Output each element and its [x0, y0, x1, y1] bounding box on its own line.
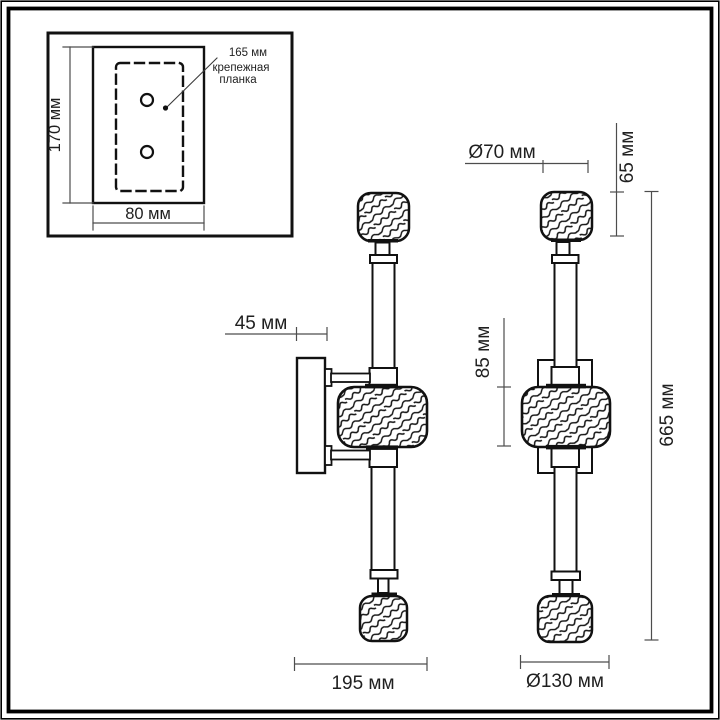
inset-width-dimension-label: 80 мм [125, 205, 171, 223]
side-middle-shade-bottom-ring [366, 445, 398, 450]
inset-height-dimension [62, 46, 94, 204]
front-middle-shade-top-ring [546, 383, 586, 389]
front-upper-stem [553, 262, 578, 368]
total-height-dimension-label: 665 мм [657, 383, 678, 446]
callout-value-label: 165 мм [229, 47, 267, 59]
front-middle-shade-bottom-ring [546, 444, 586, 450]
side-middle-shade-top-ring [365, 383, 398, 389]
front-view: Ø70 мм 65 мм 85 мм 665 мм Ø130 мм [465, 123, 678, 692]
callout-leader-line [166, 57, 218, 108]
mounting-strip-dashed-outline [114, 61, 185, 193]
backplate-depth-dimension [225, 327, 328, 341]
front-top-collar [551, 254, 580, 264]
side-top-neck [374, 241, 391, 256]
side-top-shade-cap [368, 239, 398, 243]
side-top-shade [356, 191, 411, 243]
inset-width-dimension [92, 205, 205, 231]
mounting-hole-bottom [139, 144, 155, 160]
top-shade-diameter-dimension-label: Ø70 мм [468, 142, 535, 163]
total-depth-dimension [293, 657, 428, 671]
callout-leader-dot [162, 105, 169, 111]
top-shade-height-dimension [610, 123, 624, 237]
callout-text-line1: крепежная [213, 62, 270, 74]
total-depth-dimension-label: 195 мм [331, 673, 394, 694]
side-bottom-neck [377, 577, 390, 594]
side-upper-stem [371, 262, 396, 369]
front-bottom-collar [550, 570, 581, 581]
inset-height-dimension-label: 170 мм [46, 98, 64, 153]
mounting-hole-top [139, 92, 155, 108]
front-lower-stem [553, 466, 578, 573]
front-middle-shade [520, 385, 612, 449]
middle-shade-diameter-dimension [519, 655, 610, 669]
front-top-shade-cap [551, 238, 581, 242]
middle-shade-diameter-dimension-label: Ø130 мм [526, 671, 604, 692]
total-height-dimension [644, 190, 659, 641]
front-bottom-shade [536, 594, 594, 644]
side-wall-plate [295, 356, 327, 475]
callout-text-line2: планка [219, 74, 257, 86]
side-lower-stem [370, 466, 396, 571]
front-top-shade [539, 190, 594, 242]
side-view: 45 мм 195 мм [225, 191, 429, 694]
mounting-plate-inset: 165 мм крепежная планка 170 мм 80 мм [46, 31, 294, 238]
middle-shade-height-dimension-label: 85 мм [473, 326, 494, 379]
side-lower-arm [330, 449, 371, 461]
front-top-neck [555, 241, 571, 256]
side-top-collar [369, 254, 398, 264]
front-bottom-neck [558, 579, 574, 595]
side-upper-arm [330, 372, 371, 383]
side-bottom-shade-cap [371, 592, 397, 596]
backplate-depth-dimension-label: 45 мм [235, 313, 288, 334]
top-shade-height-dimension-label: 65 мм [617, 131, 638, 184]
backplate-outline [91, 45, 206, 205]
side-bottom-collar [369, 569, 399, 580]
side-bottom-shade [358, 594, 409, 643]
top-shade-diameter-dimension [465, 160, 589, 173]
middle-shade-height-dimension [497, 318, 511, 447]
side-middle-shade [336, 385, 429, 449]
